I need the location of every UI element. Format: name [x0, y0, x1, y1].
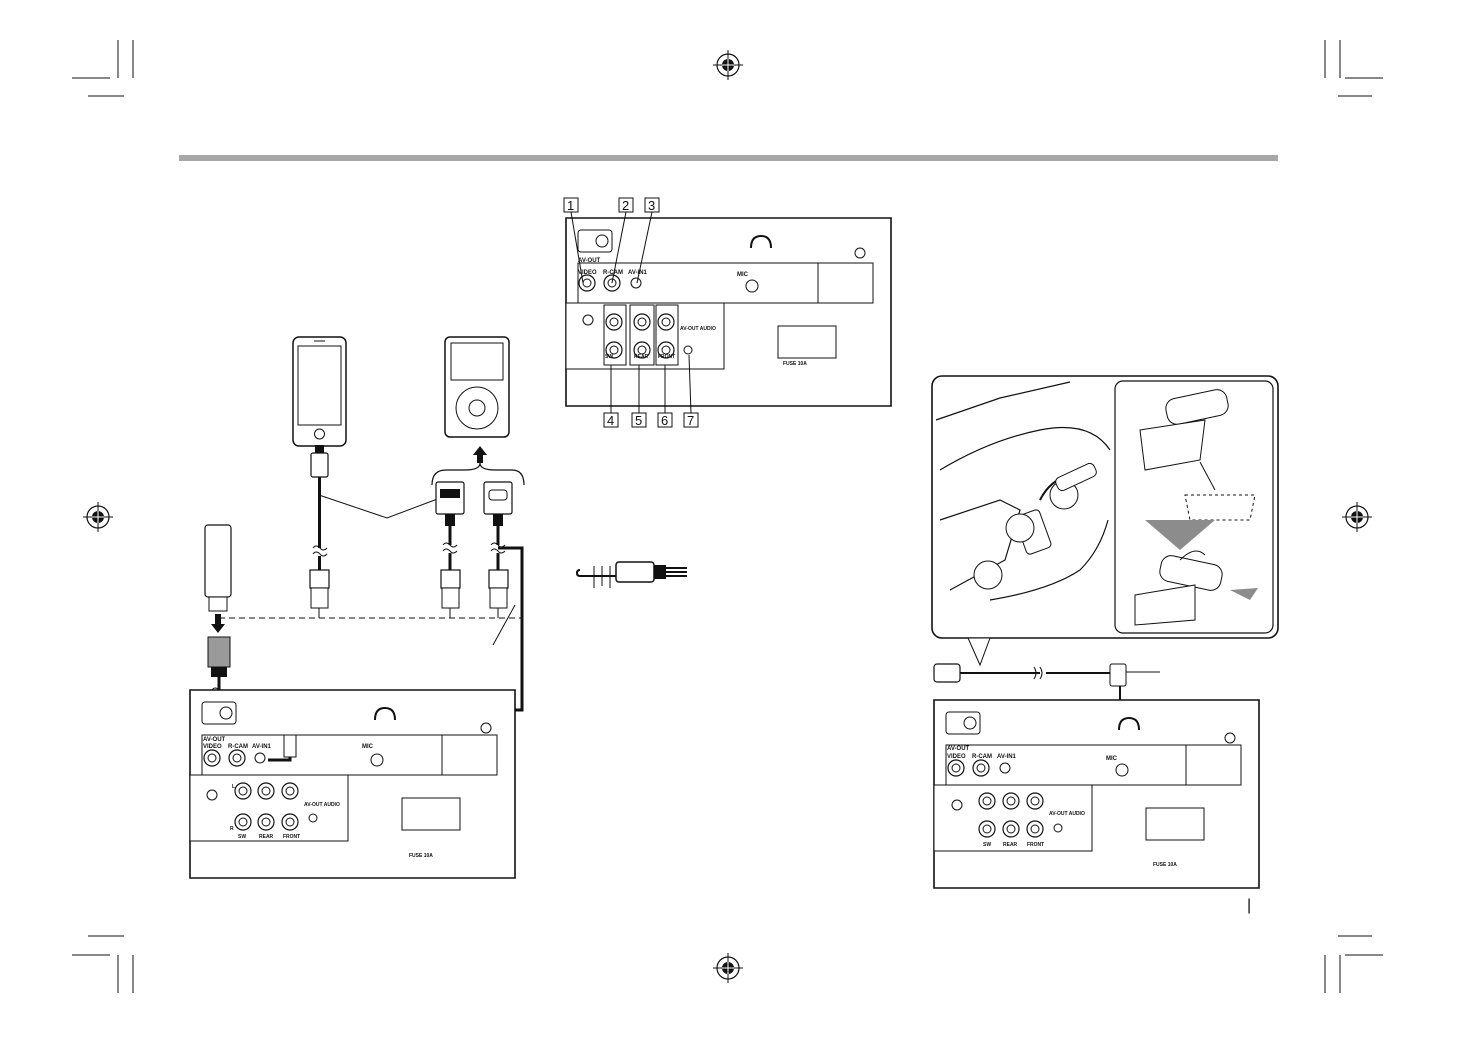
dock-adapter-cable	[435, 481, 465, 609]
callout-7: 7	[687, 413, 694, 428]
left-connection-diagram	[204, 336, 525, 735]
callout-4: 4	[607, 413, 614, 428]
callout-1: 1	[567, 198, 574, 213]
fuse-label: FUSE 10A	[1153, 862, 1177, 868]
header-bar	[179, 155, 1278, 161]
arrow-down-icon	[1145, 520, 1215, 550]
video-label: VIDEO	[203, 744, 222, 750]
av-in1-label: AV-IN1	[997, 754, 1017, 760]
r-cam-label: R-CAM	[972, 754, 992, 760]
callout-labels: 1 2 3 4 5 6 7	[563, 197, 699, 428]
rear-label: REAR	[1003, 842, 1018, 848]
fuse-label: FUSE 10A	[783, 361, 807, 367]
video-label: VIDEO	[947, 754, 966, 760]
av-out-label: AV-OUT	[578, 258, 601, 264]
rear-panel-middle: AV-OUT VIDEO R-CAM AV-IN1 MIC SW REAR FR…	[565, 217, 892, 407]
fuse-label: FUSE 10A	[409, 853, 433, 859]
front-label: FRONT	[658, 354, 675, 360]
mini-plug-diagram	[575, 561, 687, 588]
sw-label: SW	[983, 842, 991, 848]
av-out-audio-label: AV-OUT AUDIO	[304, 802, 340, 808]
rear-panel-right: AV-OUT VIDEO R-CAM AV-IN1 MIC SW REAR FR…	[933, 699, 1260, 889]
iphone-device	[292, 336, 347, 447]
av-out-audio-label: AV-OUT AUDIO	[680, 326, 716, 332]
front-label: FRONT	[1027, 842, 1044, 848]
registration-mark-icon	[712, 952, 744, 984]
callout-5: 5	[635, 413, 642, 428]
sw-label: SW	[605, 354, 613, 360]
adapter-brace	[431, 462, 525, 486]
arrow-up-icon	[473, 446, 487, 463]
registration-mark-icon	[1341, 501, 1373, 533]
callout-3: 3	[648, 198, 655, 213]
mic-label: MIC	[737, 272, 749, 278]
ipod-device	[444, 336, 510, 438]
crop-mark-icon	[72, 40, 1383, 993]
pointer-line	[492, 604, 516, 646]
video-label: VIDEO	[578, 270, 597, 276]
av-out-label: AV-OUT	[947, 746, 970, 752]
l-label: L	[232, 784, 235, 790]
av-in1-label: AV-IN1	[628, 270, 648, 276]
registration-mark-icon	[712, 49, 744, 81]
av-out-label: AV-OUT	[203, 737, 226, 743]
mic-label: MIC	[362, 744, 374, 750]
r-label: R	[230, 826, 234, 832]
page-number-mark: |	[1247, 897, 1251, 914]
usb-stick	[204, 524, 232, 612]
front-label: FRONT	[283, 834, 300, 840]
pointer-line	[318, 494, 441, 519]
sw-label: SW	[238, 834, 246, 840]
rear-label: REAR	[634, 354, 649, 360]
rear-panel-left: AV-OUT VIDEO R-CAM AV-IN1 MIC L R SW REA…	[189, 689, 516, 879]
r-cam-label: R-CAM	[603, 270, 623, 276]
lightning-cable	[309, 445, 330, 609]
av-out-audio-label: AV-OUT AUDIO	[1049, 811, 1085, 817]
registration-mark-icon	[82, 501, 114, 533]
callout-6: 6	[661, 413, 668, 428]
r-cam-label: R-CAM	[228, 744, 248, 750]
av-in1-label: AV-IN1	[252, 744, 272, 750]
mic-cable	[933, 663, 1160, 775]
arrow-down-icon	[211, 614, 225, 633]
mic-install-illustration	[931, 375, 1279, 667]
mic-label: MIC	[1106, 756, 1118, 762]
callout-2: 2	[622, 198, 629, 213]
rear-label: REAR	[259, 834, 274, 840]
